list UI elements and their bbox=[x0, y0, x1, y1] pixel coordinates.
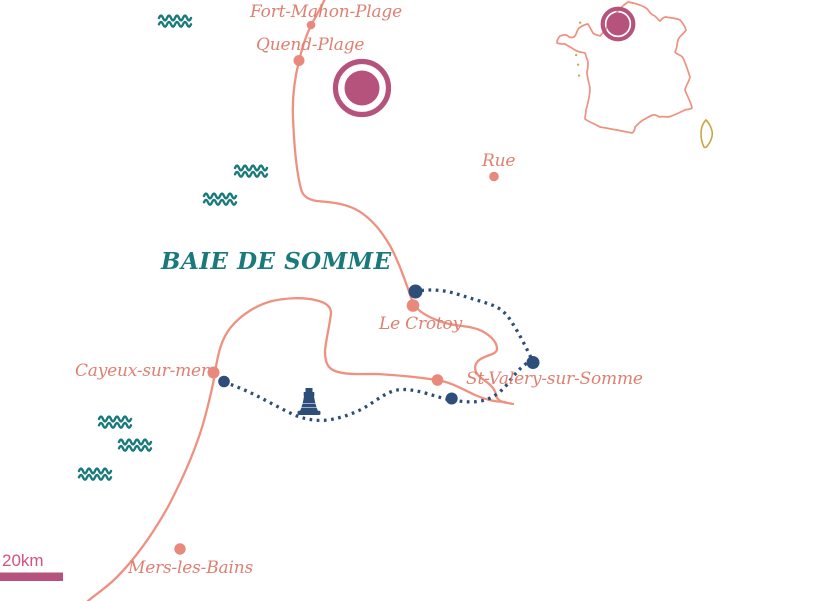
town-label-rue: Rue bbox=[482, 151, 516, 171]
town-label-mers-les-bains: Mers-les-Bains bbox=[128, 558, 253, 578]
ring-marker bbox=[332, 58, 392, 118]
france-outline-path bbox=[556, 1, 693, 134]
wave-icon bbox=[117, 438, 153, 452]
bay-crossing-route-dotted-path bbox=[223, 288, 536, 423]
wave-icon bbox=[77, 467, 113, 481]
wave-icon bbox=[97, 415, 133, 429]
route-marker-le-crotoy bbox=[408, 284, 423, 299]
town-marker-cayeux-sur-mer bbox=[207, 366, 220, 379]
scale-bar bbox=[0, 572, 63, 581]
wave-icon bbox=[202, 192, 238, 206]
route-marker-st-valery bbox=[526, 356, 540, 369]
corsica-outline-path bbox=[700, 118, 714, 149]
town-label-cayeux-sur-mer: Cayeux-sur-mer bbox=[75, 361, 209, 381]
town-label-quend-plage: Quend-Plage bbox=[256, 35, 365, 55]
town-marker-le-crotoy bbox=[406, 299, 420, 312]
town-marker-quend-plage bbox=[293, 55, 305, 66]
wave-icon bbox=[157, 14, 193, 28]
town-label-le-crotoy: Le Crotoy bbox=[379, 314, 462, 334]
north-coastline-path bbox=[291, 0, 515, 406]
route-marker-south-shore bbox=[445, 392, 458, 405]
region-title: BAIE DE SOMME bbox=[161, 248, 392, 275]
town-label-fort-mahon-plage: Fort-Mahon-Plage bbox=[250, 2, 402, 22]
town-label-st-valery: St-Valery-sur-Somme bbox=[466, 369, 643, 389]
town-marker-st-valery bbox=[431, 374, 444, 386]
town-marker-rue bbox=[489, 171, 499, 182]
town-marker-fort-mahon-plage bbox=[306, 20, 316, 30]
wave-icon bbox=[233, 164, 269, 178]
france-inset-map bbox=[556, 1, 714, 149]
town-marker-mers-les-bains bbox=[174, 543, 186, 555]
south-coastline-path bbox=[86, 297, 507, 601]
route-marker-cayeux bbox=[218, 375, 230, 388]
lighthouse-icon bbox=[297, 388, 321, 415]
island-dots bbox=[575, 21, 582, 77]
inset-ring-marker bbox=[600, 6, 636, 42]
scale-label: 20km bbox=[2, 551, 44, 570]
